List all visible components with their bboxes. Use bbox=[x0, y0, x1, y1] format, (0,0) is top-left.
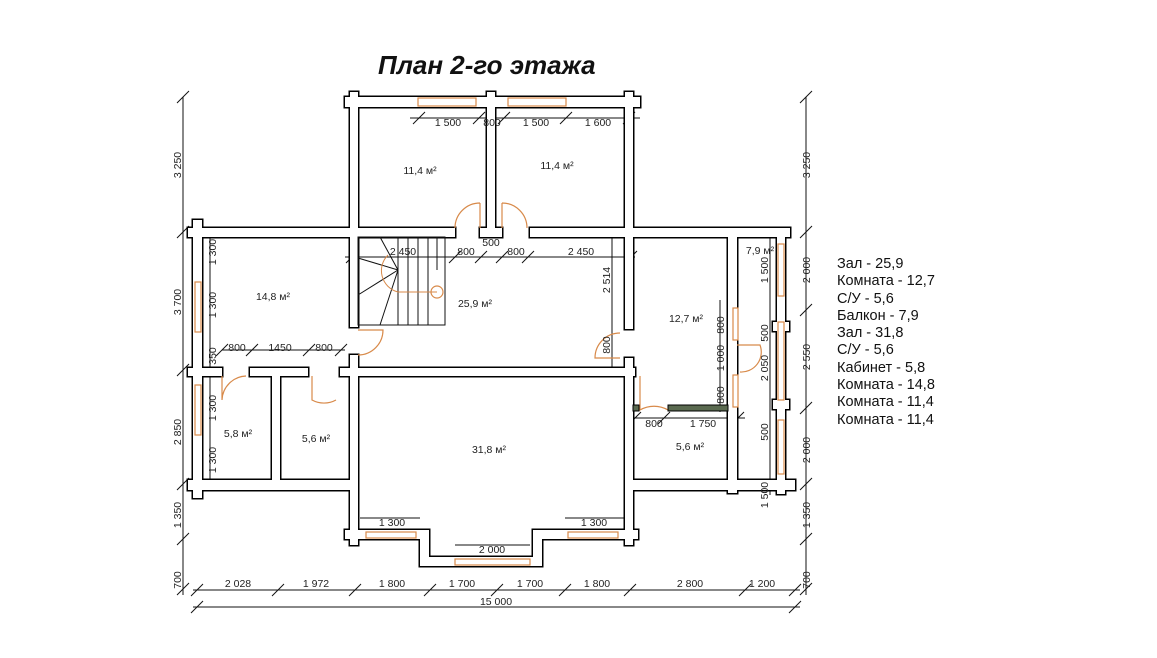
room-area: 11,4 м² bbox=[540, 160, 574, 172]
legend-item: Комната - 11,4 bbox=[837, 394, 934, 411]
room-area: 31,8 м² bbox=[472, 444, 507, 456]
dim-label: 3 700 bbox=[172, 289, 184, 315]
dim-label: 800 bbox=[645, 418, 663, 430]
dim-label: 350 bbox=[207, 347, 219, 365]
legend-item: Зал - 31,8 bbox=[837, 325, 904, 342]
dim-label: 2 000 bbox=[479, 544, 505, 556]
dim-label: 700 bbox=[172, 571, 184, 589]
dim-label: 1 800 bbox=[379, 578, 405, 590]
dim-label: 3 250 bbox=[801, 152, 813, 178]
dimension-labels: 1 500 800 1 500 1 600 2 450 800 500 800 … bbox=[172, 117, 813, 608]
dim-label: 2 800 bbox=[677, 578, 703, 590]
room-area: 14,8 м² bbox=[256, 291, 291, 303]
walls bbox=[186, 90, 797, 568]
dim-label: 1 300 bbox=[581, 517, 607, 529]
dim-label: 2 000 bbox=[801, 257, 813, 283]
dim-label: 800 bbox=[457, 246, 475, 258]
area-legend: Зал - 25,9 Комната - 12,7 С/У - 5,6 Балк… bbox=[837, 256, 935, 429]
legend-item: Зал - 25,9 bbox=[837, 256, 904, 272]
dim-label: 1 700 bbox=[449, 578, 475, 590]
dim-label: 2 000 bbox=[801, 437, 813, 463]
legend-item: Комната - 12,7 bbox=[837, 273, 935, 290]
dim-label: 1 000 bbox=[715, 345, 727, 371]
dim-label: 500 bbox=[482, 237, 500, 249]
dim-label: 2 450 bbox=[390, 246, 416, 258]
dim-label: 1 972 bbox=[303, 578, 329, 590]
dim-label: 2 550 bbox=[801, 344, 813, 370]
dim-label: 1 800 bbox=[584, 578, 610, 590]
dim-label: 1 300 bbox=[207, 447, 219, 473]
room-labels: 11,4 м² 11,4 м² 14,8 м² 25,9 м² 12,7 м² … bbox=[224, 160, 775, 456]
dim-label: 1 300 bbox=[207, 292, 219, 318]
dim-label: 500 bbox=[759, 324, 771, 342]
room-area: 5,6 м² bbox=[676, 441, 705, 453]
dim-label: 1 300 bbox=[207, 395, 219, 421]
dim-label: 1 500 bbox=[759, 482, 771, 508]
dim-label: 1 700 bbox=[517, 578, 543, 590]
legend-item: С/У - 5,6 bbox=[837, 342, 894, 359]
partition-wall bbox=[632, 404, 640, 412]
legend-item: Кабинет - 5,8 bbox=[837, 359, 926, 376]
dim-label: 1 200 bbox=[749, 578, 775, 590]
dim-label: 1 300 bbox=[379, 517, 405, 529]
room-area: 5,8 м² bbox=[224, 428, 253, 440]
dim-label: 700 bbox=[801, 571, 813, 589]
dim-label: 1 500 bbox=[435, 117, 461, 129]
dim-label: 1 600 bbox=[585, 117, 611, 129]
dim-label: 2 850 bbox=[172, 419, 184, 445]
dim-label: 500 bbox=[759, 423, 771, 441]
windows bbox=[194, 97, 785, 566]
dim-label: 1 350 bbox=[172, 502, 184, 528]
room-area: 7,9 м² bbox=[746, 245, 775, 257]
legend-item: Комната - 14,8 bbox=[837, 377, 935, 394]
dim-label: 800 bbox=[715, 316, 727, 334]
dim-label: 800 bbox=[507, 246, 525, 258]
staircase bbox=[357, 236, 446, 326]
dim-label: 1 500 bbox=[759, 257, 771, 283]
room-area: 25,9 м² bbox=[458, 298, 493, 310]
dim-label: 15 000 bbox=[480, 596, 512, 608]
room-area: 12,7 м² bbox=[669, 313, 704, 325]
dim-label: 2 514 bbox=[601, 267, 613, 293]
room-area: 5,6 м² bbox=[302, 433, 331, 445]
partition-wall bbox=[667, 404, 729, 412]
dim-label: 800 bbox=[228, 342, 246, 354]
dim-label: 2 028 bbox=[225, 578, 251, 590]
dim-label: 800 bbox=[715, 386, 727, 404]
dim-label: 1 750 bbox=[690, 418, 716, 430]
legend-item: Комната - 11,4 bbox=[837, 411, 934, 428]
dim-label: 1 350 bbox=[801, 502, 813, 528]
dim-label: 800 bbox=[483, 117, 501, 129]
dim-label: 1 300 bbox=[207, 239, 219, 265]
dimension-lines bbox=[176, 90, 813, 614]
dim-label: 1 500 bbox=[523, 117, 549, 129]
dim-label: 800 bbox=[315, 342, 333, 354]
doors bbox=[221, 202, 762, 412]
dim-label: 2 450 bbox=[568, 246, 594, 258]
dim-label: 2 050 bbox=[759, 355, 771, 381]
dim-label: 1450 bbox=[268, 342, 292, 354]
dim-label: 800 bbox=[601, 336, 613, 354]
plan-title: План 2-го этажа bbox=[378, 50, 596, 80]
room-area: 11,4 м² bbox=[403, 165, 437, 177]
dim-label: 3 250 bbox=[172, 152, 184, 178]
legend-item: С/У - 5,6 bbox=[837, 290, 894, 307]
legend-item: Балкон - 7,9 bbox=[837, 307, 919, 324]
